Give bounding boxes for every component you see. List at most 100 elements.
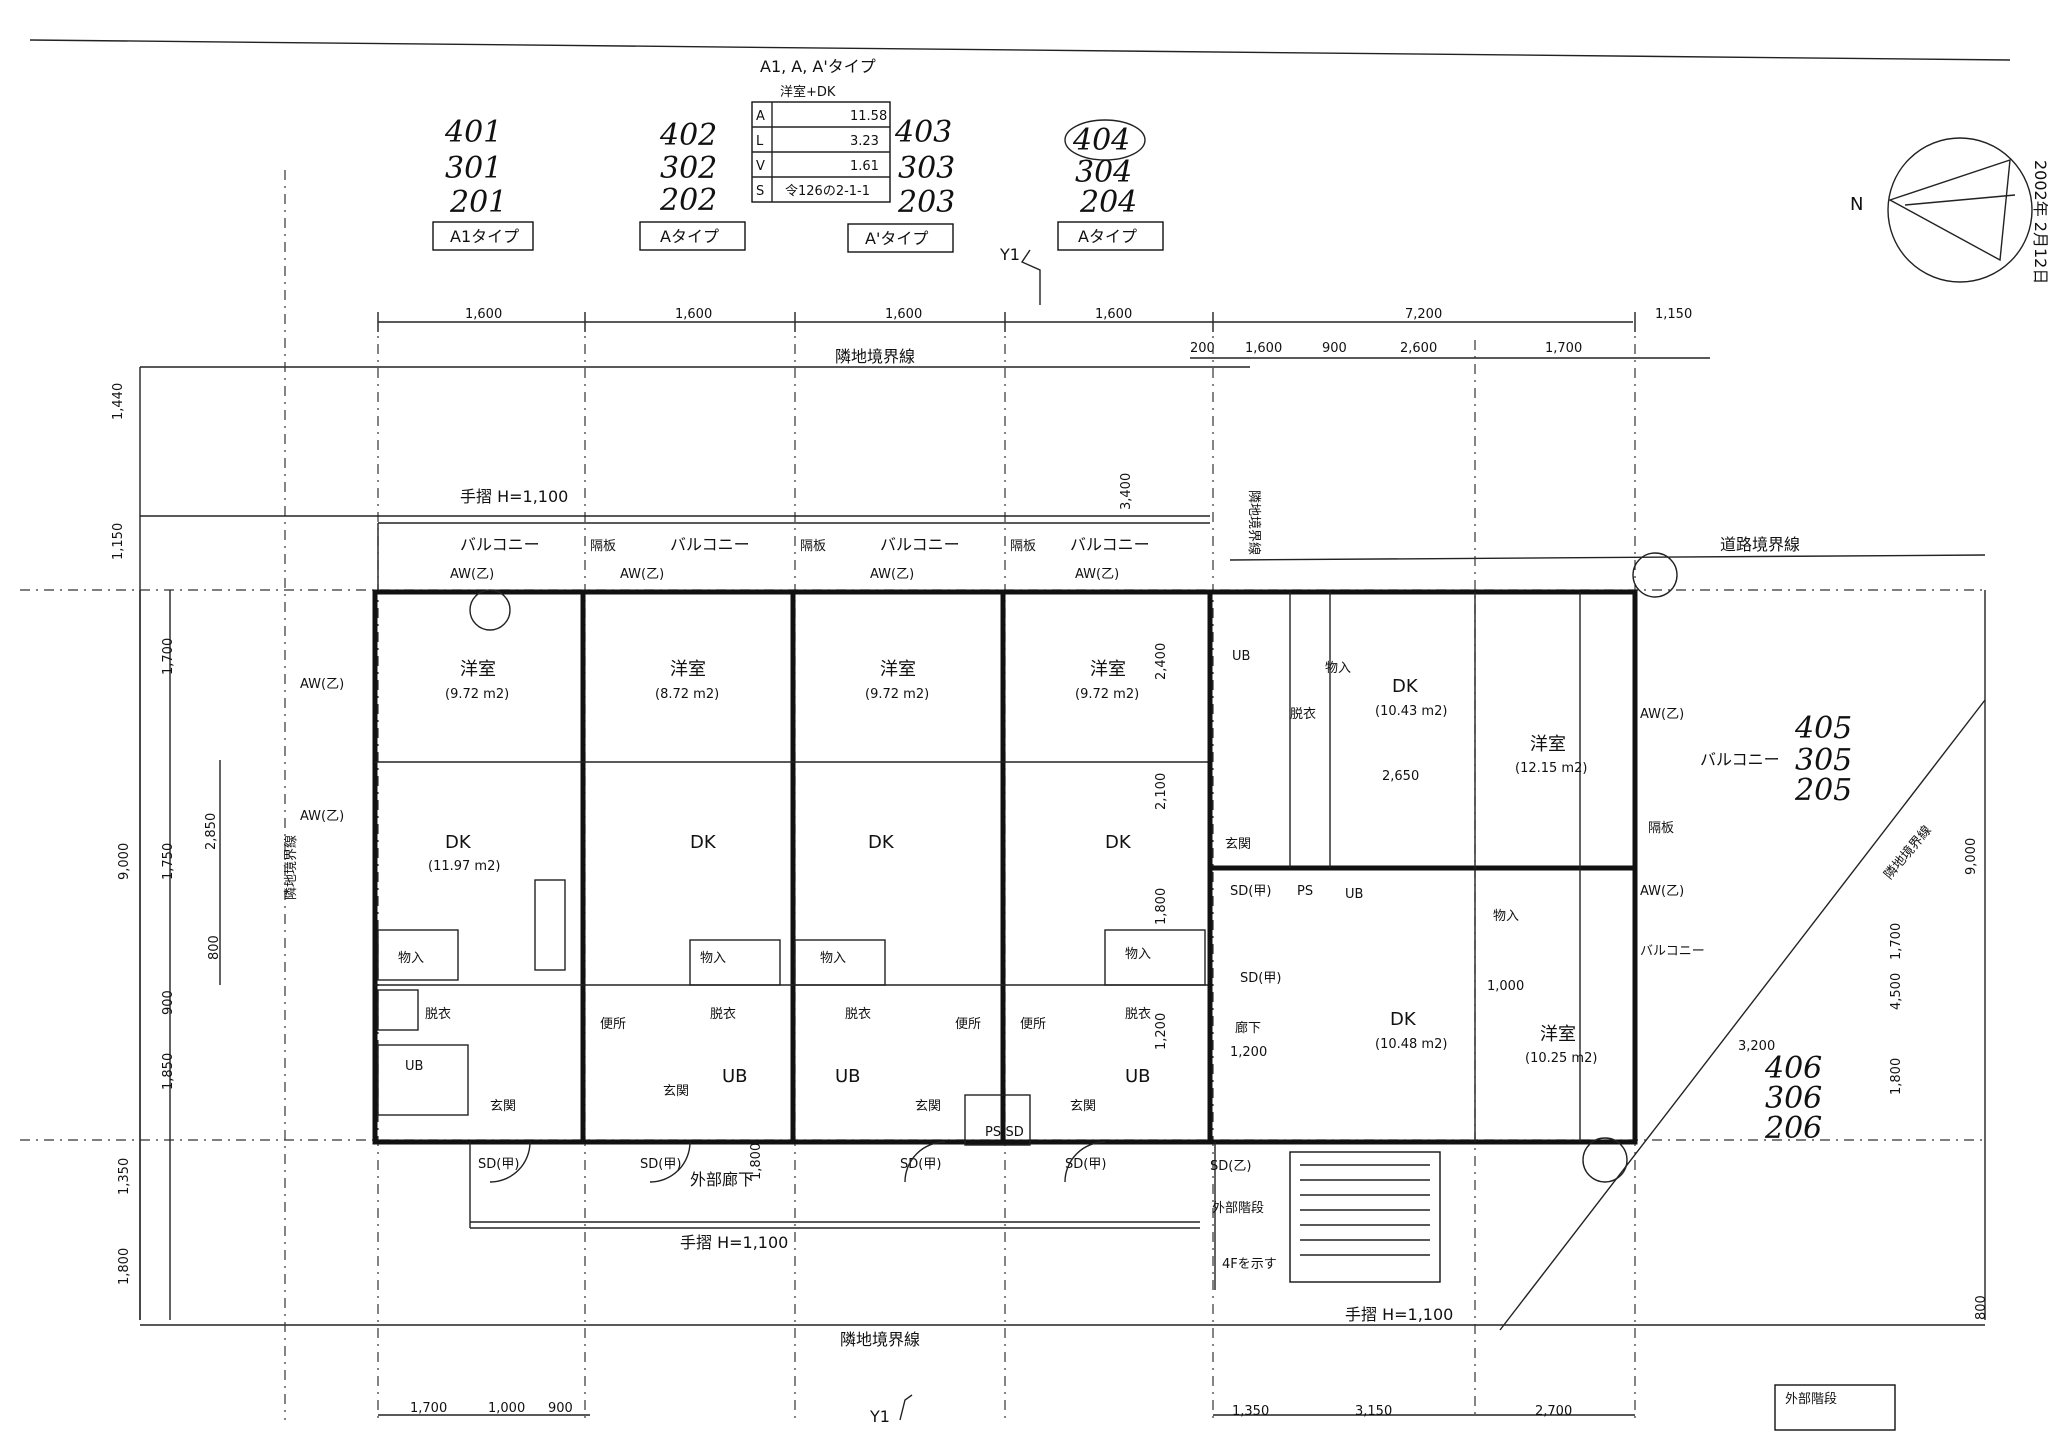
boundary-label-top: 隣地境界線 [835, 347, 915, 366]
unit-number: 203 [897, 185, 955, 220]
room-label: 洋室 [670, 659, 706, 680]
type-row-value: 11.58 [850, 109, 887, 124]
diagonal-boundary [1499, 699, 1986, 1331]
wash-label: 脱衣 [845, 1006, 871, 1022]
bath-label: UB [1345, 887, 1363, 902]
entrance-label: 玄関 [490, 1099, 516, 1114]
stamp-box: 外部階段 [1774, 1384, 1896, 1431]
window-label: AW(乙) [300, 677, 344, 692]
dim-label: 1,750 [161, 843, 176, 880]
window-label: AW(乙) [300, 809, 344, 824]
toilet-label: 便所 [600, 1017, 626, 1032]
dim-label: 200 [1190, 341, 1215, 356]
bath-label: UB [1125, 1066, 1151, 1087]
type-row-key: A [756, 109, 765, 124]
dimension-middle: 3,400 2,400 2,100 1,800 1,200 1,800 3,20… [749, 473, 1775, 1180]
balcony-label: バルコニー [460, 535, 540, 554]
window-label: AW(乙) [870, 567, 914, 582]
dk-area: (10.48 m2) [1375, 1037, 1447, 1052]
dim-label: 2,700 [1535, 1404, 1572, 1419]
closet-label: 物入 [1325, 661, 1351, 676]
window-label: AW(乙) [1640, 707, 1684, 722]
partition-label: 隔板 [1010, 539, 1036, 554]
type-label-box [639, 221, 746, 251]
hatched-symbol [469, 589, 511, 631]
unit-number: 302 [660, 151, 717, 186]
entrance-label: 玄関 [915, 1099, 941, 1114]
hallway-width: 1,200 [1230, 1045, 1267, 1060]
type-label: A1タイプ [450, 227, 519, 246]
window-label: AW(乙) [450, 567, 494, 582]
unit-number: 201 [449, 185, 507, 220]
room-area: (12.15 m2) [1515, 761, 1587, 776]
dim-label: 1,350 [117, 1158, 132, 1195]
dim-label: 900 [161, 990, 176, 1015]
dim-label: 3,150 [1355, 1404, 1392, 1419]
type-label: A'タイプ [865, 229, 928, 248]
left-units-walls [372, 589, 1213, 1145]
door-label: SD(甲) [640, 1157, 681, 1172]
room-label: 洋室 [1530, 734, 1566, 755]
dim-label: 1,700 [410, 1401, 447, 1416]
type-label-box [847, 223, 954, 253]
bath-label: UB [722, 1066, 748, 1087]
room-area: (9.72 m2) [865, 687, 929, 702]
unit-number: 202 [659, 183, 717, 218]
bath-label: UB [1232, 649, 1250, 664]
type-label: Aタイプ [660, 227, 719, 246]
corridor-label: 外部廊下 [690, 1170, 754, 1189]
unit-numbers: 401 301 201 402 302 202 403 303 203 404 … [444, 115, 1852, 1146]
wash-label: 脱衣 [425, 1006, 451, 1022]
room-label: 洋室 [880, 659, 916, 680]
balcony-label: バルコニー [880, 535, 960, 554]
handrail-top: 手摺 H=1,100 [460, 487, 568, 506]
door-label: SD(乙) [1210, 1159, 1251, 1174]
north-arrow: N [1850, 137, 2033, 283]
y1-marker: Y1 [999, 245, 1020, 264]
top-edge-line [29, 39, 2011, 61]
door-label: SD(甲) [478, 1157, 519, 1172]
date-note: 2002年 2月12日 [2031, 160, 2048, 284]
balcony: 手摺 H=1,100 バルコニー バルコニー バルコニー バルコニー 隔板 隔板… [140, 487, 1210, 590]
unit-number: 402 [659, 118, 717, 153]
dim-label: 800 [1974, 1295, 1989, 1320]
unit-number: 403 [894, 115, 952, 150]
dim-label: 1,600 [1245, 341, 1282, 356]
handrail-bottom: 手摺 H=1,100 [680, 1233, 788, 1252]
dimension-top: 1,600 1,600 1,600 1,600 7,200 1,150 200 … [377, 307, 1710, 359]
dim-label: 1,150 [111, 523, 126, 560]
floor-note: 4Fを示す [1222, 1257, 1277, 1272]
unit-number: 404 [1072, 123, 1130, 158]
door-label: SD(甲) [1065, 1157, 1106, 1172]
unit-number: 206 [1764, 1111, 1822, 1146]
type-table-subtitle: 洋室+DK [780, 84, 836, 100]
type-row-key: V [756, 159, 765, 174]
type-table-title: A1, A, A'タイプ [760, 57, 876, 76]
entrance-label: 玄関 [663, 1084, 689, 1099]
boundary-label-bottom: 隣地境界線 [840, 1330, 920, 1349]
type-row-value: 令126の2-1-1 [785, 184, 870, 199]
door-label: SD(甲) [1230, 884, 1271, 899]
room-label: 洋室 [1540, 1024, 1576, 1045]
unit-number: 305 [1795, 743, 1852, 778]
closet-width: 1,000 [1487, 979, 1524, 994]
dim-label: 2,650 [1382, 769, 1419, 784]
north-label: N [1850, 194, 1863, 215]
window-label: AW(乙) [1640, 884, 1684, 899]
y1-arrow [1020, 249, 1041, 305]
dimension-left: 1,440 1,150 1,700 9,000 1,750 2,850 800 … [111, 383, 299, 1320]
unit-number: 406 [1764, 1051, 1822, 1086]
dk-label: DK [868, 832, 895, 853]
wash-label: 脱衣 [710, 1006, 736, 1022]
road-boundary-label: 道路境界線 [1720, 535, 1800, 554]
right-units-labels: DK (10.43 m2) 洋室 (12.15 m2) バルコニー AW(乙) … [1210, 649, 1780, 1324]
dim-label: 1,150 [1655, 307, 1692, 322]
bath-label: UB [835, 1066, 861, 1087]
left-units-labels: 洋室 (9.72 m2) 洋室 (8.72 m2) 洋室 (9.72 m2) 洋… [300, 659, 1206, 1146]
type-table: A1, A, A'タイプ 洋室+DK A 11.58 L 3.23 V 1.61… [751, 57, 891, 203]
type-labels: A1タイプ Aタイプ A'タイプ Aタイプ [432, 221, 1164, 253]
wash-label: 脱衣 [1125, 1006, 1151, 1022]
type-row-value: 1.61 [850, 159, 879, 174]
dim-label: 1,700 [1545, 341, 1582, 356]
boundary-label-left: 隣地境界線 [283, 835, 299, 900]
